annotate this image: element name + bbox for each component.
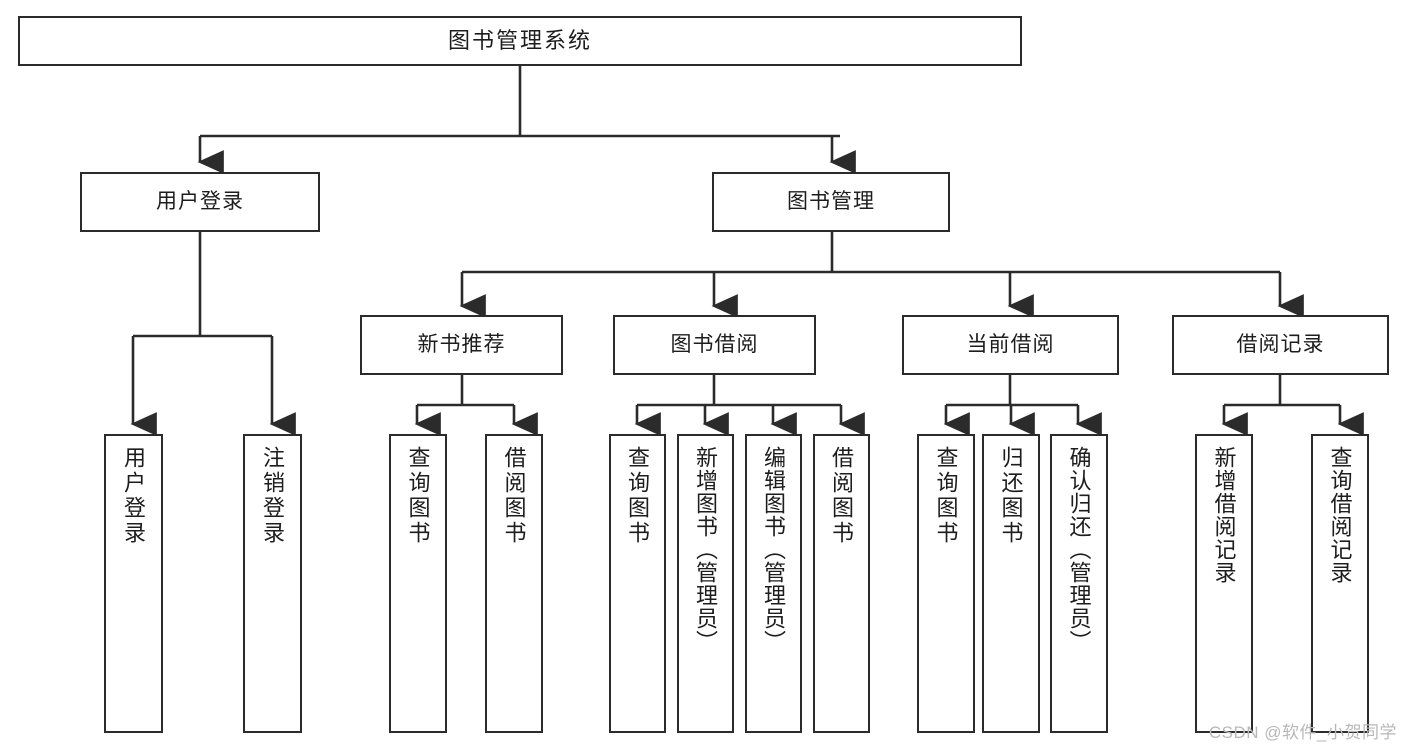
node-label: 新增借阅记录 — [1211, 446, 1237, 584]
node-label: 图书管理 — [787, 189, 875, 213]
node-book-management[interactable]: 图书管理 — [712, 172, 950, 232]
node-current-borrow[interactable]: 当前借阅 — [902, 315, 1119, 375]
node-label: 借阅记录 — [1236, 332, 1325, 356]
node-login[interactable]: 用户登录 — [104, 434, 163, 733]
node-current-confirm-return-admin[interactable]: 确认归还（管理员） — [1050, 434, 1108, 733]
node-current-return-book[interactable]: 归还图书 — [982, 434, 1040, 733]
node-label: 新书推荐 — [417, 332, 506, 356]
node-label: 确认归还（管理员） — [1066, 446, 1092, 653]
node-book-borrow[interactable]: 图书借阅 — [613, 315, 816, 375]
node-borrow-record[interactable]: 借阅记录 — [1172, 315, 1389, 375]
node-borrow-lend-book[interactable]: 借阅图书 — [813, 434, 870, 733]
node-label: 归还图书 — [998, 446, 1024, 546]
node-user-login[interactable]: 用户登录 — [80, 172, 320, 232]
node-label: 用户登录 — [121, 446, 147, 546]
node-label: 图书借阅 — [670, 332, 759, 356]
node-label: 当前借阅 — [966, 332, 1055, 356]
node-borrow-query-book[interactable]: 查询图书 — [609, 434, 666, 733]
node-label: 查询借阅记录 — [1327, 446, 1353, 584]
node-label: 查询图书 — [625, 446, 651, 546]
node-label: 借阅图书 — [501, 446, 527, 546]
node-newbook-borrow-book[interactable]: 借阅图书 — [485, 434, 543, 733]
node-label: 新增图书（管理员） — [693, 446, 719, 653]
node-borrow-add-book-admin[interactable]: 新增图书（管理员） — [677, 434, 734, 733]
node-newbook-query-book[interactable]: 查询图书 — [389, 434, 447, 733]
node-new-book-recommend[interactable]: 新书推荐 — [360, 315, 563, 375]
node-logout[interactable]: 注销登录 — [243, 434, 302, 733]
node-label: 查询图书 — [933, 446, 959, 546]
node-label: 编辑图书（管理员） — [761, 446, 787, 653]
node-borrow-edit-book-admin[interactable]: 编辑图书（管理员） — [745, 434, 802, 733]
csdn-watermark: CSDN @软件_小贺同学 — [1208, 723, 1397, 742]
node-label: 借阅图书 — [829, 446, 855, 546]
node-record-add-record[interactable]: 新增借阅记录 — [1195, 434, 1253, 733]
node-label: 查询图书 — [405, 446, 431, 546]
node-label: 图书管理系统 — [447, 28, 592, 54]
node-label: 注销登录 — [260, 446, 286, 546]
node-root-system[interactable]: 图书管理系统 — [18, 16, 1022, 66]
node-label: 用户登录 — [156, 189, 244, 213]
node-record-query-record[interactable]: 查询借阅记录 — [1311, 434, 1369, 733]
node-current-query-book[interactable]: 查询图书 — [917, 434, 975, 733]
